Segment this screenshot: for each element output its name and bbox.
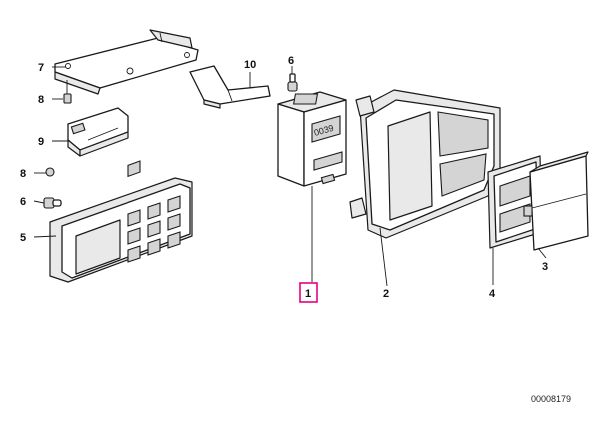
unit-display-window: 0039 [311, 115, 341, 143]
part-6-bulb-upper [287, 73, 298, 92]
part-3-door-flap [523, 151, 589, 251]
callout-10: 10 [244, 59, 256, 71]
callout-2: 2 [383, 288, 389, 300]
part-4-cover-plate [487, 155, 543, 249]
callout-1-highlight [299, 282, 318, 303]
callout-9: 9 [38, 136, 44, 148]
callout-8-upper: 8 [38, 94, 44, 106]
callout-6-left: 6 [20, 196, 26, 208]
callout-3: 3 [542, 261, 548, 273]
part-7-bracket [54, 29, 199, 95]
part-8-screw-lower [45, 167, 55, 177]
callout-1: 1 [305, 288, 311, 300]
callout-labels: 7 8 9 8 6 5 10 6 1 2 4 3 [20, 55, 548, 303]
part-1-control-unit: 0039 [277, 91, 347, 187]
callout-7: 7 [38, 62, 44, 74]
leader-lines [33, 66, 547, 287]
part-8-screw-upper [63, 80, 72, 104]
part-6-bulb [43, 197, 62, 209]
callout-8-lower: 8 [20, 168, 26, 180]
callout-4: 4 [489, 288, 496, 300]
part-10-clip-bracket [189, 65, 271, 109]
callout-5: 5 [20, 232, 26, 244]
part-5-switch-panel [49, 160, 193, 283]
callout-6-top: 6 [288, 55, 294, 67]
drawing-number: 00008179 [531, 394, 571, 404]
part-2-bezel-frame [349, 89, 501, 239]
switch-buttons [127, 195, 181, 263]
part-9-holder [67, 107, 129, 157]
